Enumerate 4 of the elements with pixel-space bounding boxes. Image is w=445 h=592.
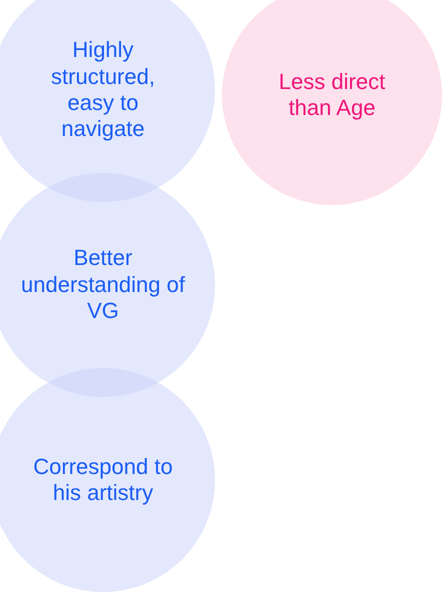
circle-label: Better understanding of VG <box>20 245 186 325</box>
circle-label: Highly structured, easy to navigate <box>50 37 156 143</box>
circle-label: Less direct than Age <box>278 68 386 122</box>
circle-label: Correspond to his artistry <box>32 454 174 506</box>
